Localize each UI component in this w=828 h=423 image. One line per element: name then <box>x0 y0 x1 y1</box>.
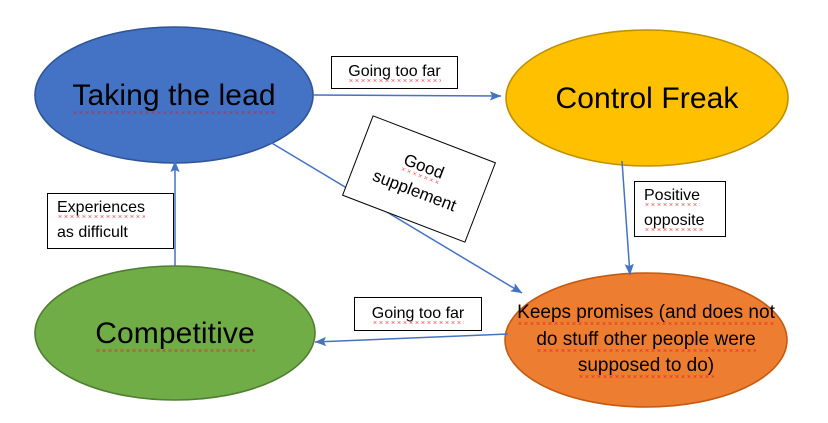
edge-label-positive-opposite[interactable]: Positive opposite <box>634 181 726 237</box>
edge-label-experiences-as-difficult[interactable]: Experiences as difficult <box>47 193 174 249</box>
edge-label-text: Going too far <box>348 63 441 81</box>
node-shape-control-freak[interactable] <box>505 29 789 167</box>
arrow-control-to-promises[interactable] <box>621 160 634 276</box>
edge-label-text: opposite <box>644 212 705 229</box>
arrow-lead-to-control[interactable] <box>312 91 502 101</box>
edge-label-text: as difficult <box>57 224 128 241</box>
edge-label-text: Positive <box>644 187 701 205</box>
edge-label-going-too-far-top[interactable]: Going too far <box>331 56 458 89</box>
arrow-promises-to-competitive[interactable] <box>314 333 509 347</box>
arrow-lead-to-promises[interactable] <box>269 141 523 294</box>
edge-label-going-too-far-bottom[interactable]: Going too far <box>354 297 482 331</box>
edge-label-text: Going too far <box>371 304 465 322</box>
edge-label-text: Experiences <box>57 199 146 217</box>
